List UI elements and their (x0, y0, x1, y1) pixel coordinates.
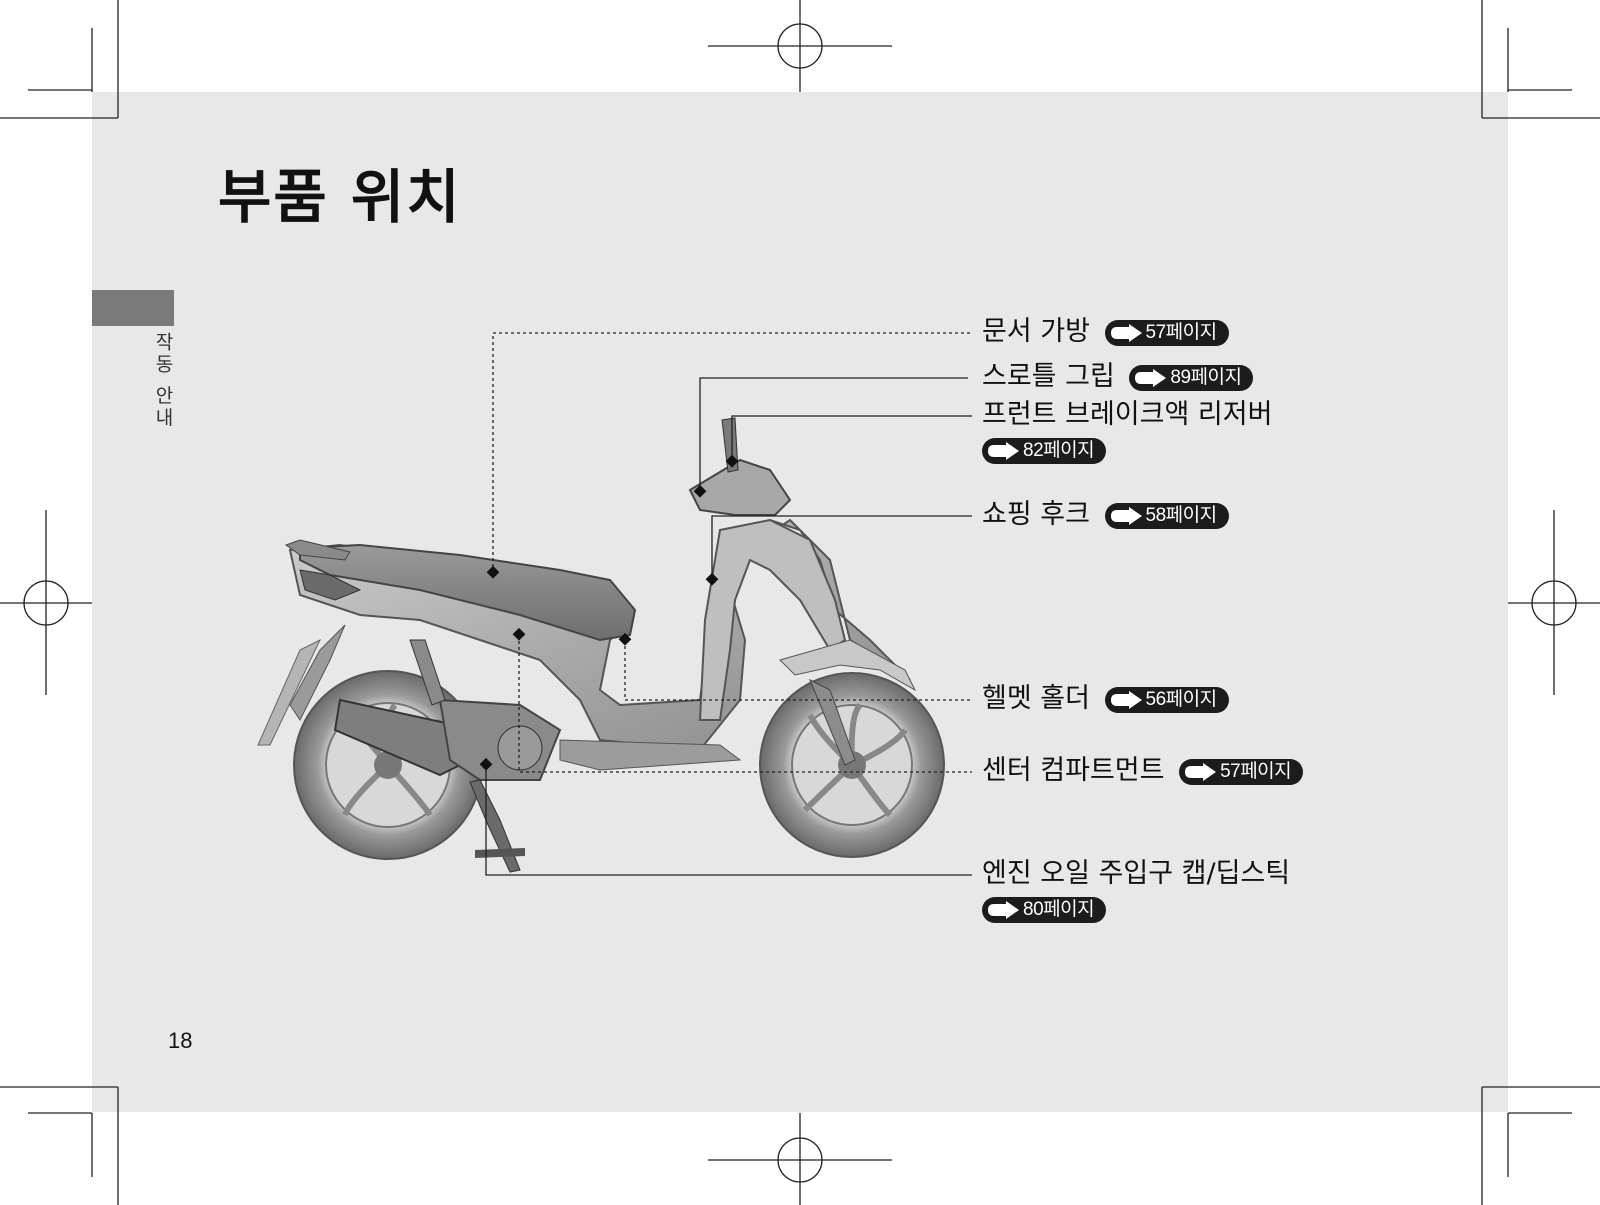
page-title: 부품 위치 (218, 163, 462, 231)
page-reference-link[interactable]: 80페이지 (982, 896, 1107, 923)
callout-label: 문서 가방 (982, 316, 1090, 347)
page-reference-text: 56페이지 (1145, 688, 1218, 710)
page-reference-text: 58페이지 (1145, 504, 1218, 526)
right-arrow-icon (1110, 506, 1142, 525)
callout-label: 헬멧 홀더 (982, 683, 1090, 714)
page-reference-text: 82페이지 (1023, 439, 1095, 461)
page-reference-link[interactable]: 56페이지 (1104, 686, 1229, 713)
callout-label: 프런트 브레이크액 리저버 (982, 399, 1273, 430)
callout-document-bag: 문서 가방 57페이지 (982, 316, 1229, 348)
callout-center-compartment: 센터 컴파트먼트 57페이지 (982, 755, 1304, 787)
right-arrow-icon (1135, 368, 1167, 387)
right-arrow-icon (1110, 690, 1142, 709)
section-tab (92, 290, 174, 326)
page-reference-link[interactable]: 82페이지 (982, 437, 1107, 464)
page-number: 18 (168, 1028, 193, 1053)
right-arrow-icon (988, 900, 1019, 919)
callout-label: 엔진 오일 주입구 캡/딥스틱 (982, 858, 1291, 889)
right-arrow-icon (1110, 323, 1142, 342)
callout-label: 쇼핑 후크 (982, 499, 1090, 530)
section-label: 작동 안내 (152, 332, 174, 430)
right-arrow-icon (1185, 762, 1217, 781)
callout-front-brake-reservoir: 프런트 브레이크액 리저버 82페이지 (982, 399, 1272, 464)
page-reference-link[interactable]: 89페이지 (1129, 364, 1254, 391)
callout-shopping-hook: 쇼핑 후크 58페이지 (982, 499, 1229, 531)
callout-label: 센터 컴파트먼트 (982, 755, 1165, 786)
page-reference-text: 57페이지 (1145, 321, 1218, 343)
page-reference-text: 80페이지 (1023, 898, 1095, 920)
callout-label: 스로틀 그립 (982, 361, 1115, 392)
page-reference-link[interactable]: 57페이지 (1104, 319, 1229, 346)
page-reference-text: 57페이지 (1220, 760, 1292, 782)
page-reference-link[interactable]: 58페이지 (1104, 502, 1229, 529)
callout-throttle-grip: 스로틀 그립 89페이지 (982, 361, 1254, 393)
page-reference-text: 89페이지 (1170, 366, 1242, 388)
right-arrow-icon (988, 441, 1019, 460)
callout-helmet-holder: 헬멧 홀더 56페이지 (982, 683, 1229, 715)
callout-engine-oil-filler-cap: 엔진 오일 주입구 캡/딥스틱 80페이지 (982, 858, 1290, 923)
page-reference-link[interactable]: 57페이지 (1179, 758, 1304, 785)
